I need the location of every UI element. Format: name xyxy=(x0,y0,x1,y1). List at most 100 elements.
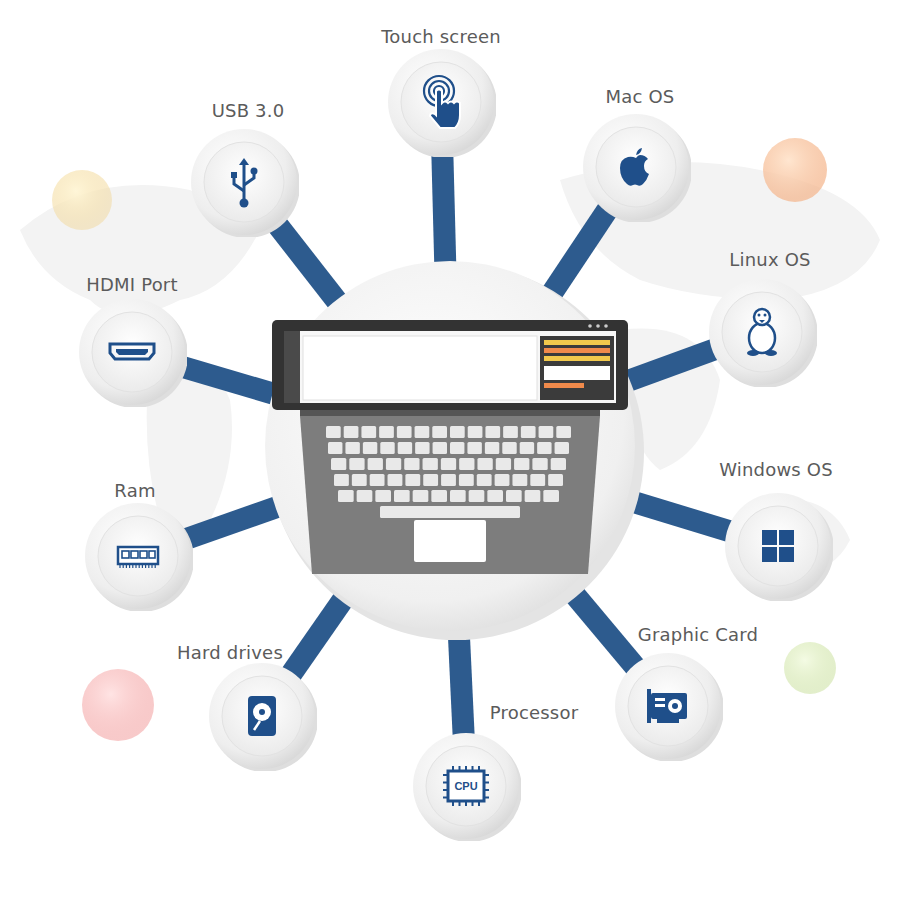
key xyxy=(380,442,394,454)
key xyxy=(459,474,474,486)
feature-circle: Graphic Card xyxy=(613,651,723,761)
feature-circle: Windows OS xyxy=(723,491,833,601)
key xyxy=(423,458,438,470)
circle-shape xyxy=(386,47,496,157)
feature-label: USB 3.0 xyxy=(212,100,285,121)
center-circle xyxy=(265,261,635,631)
feature-icon xyxy=(424,76,460,128)
feature-circle: Hard drives xyxy=(207,661,317,771)
feature-label: Processor xyxy=(490,702,579,723)
chip-text: CPU xyxy=(454,780,477,792)
key xyxy=(556,426,571,438)
feature-circle: Linux OS xyxy=(707,277,817,387)
feature-circle: HDMI Port xyxy=(77,297,187,407)
key xyxy=(537,442,551,454)
feature-icon xyxy=(620,148,649,186)
circle-shape xyxy=(707,277,817,387)
circle-shape xyxy=(613,651,723,761)
feature-label: Ram xyxy=(114,480,155,501)
key xyxy=(495,474,510,486)
key xyxy=(397,426,412,438)
key xyxy=(521,426,536,438)
circle-shape xyxy=(581,112,691,222)
feature-icon xyxy=(110,344,154,359)
key xyxy=(379,426,394,438)
key xyxy=(368,458,383,470)
key xyxy=(485,426,500,438)
key xyxy=(328,442,342,454)
feature-circle: Ram xyxy=(83,501,193,611)
feature-icon xyxy=(443,766,489,806)
feature-icon xyxy=(747,309,777,356)
key xyxy=(361,426,376,438)
decor-ball xyxy=(784,642,836,694)
key xyxy=(469,490,485,502)
key xyxy=(338,490,354,502)
feature-label: HDMI Port xyxy=(86,274,177,295)
feature-label: Graphic Card xyxy=(638,624,758,645)
key xyxy=(363,442,377,454)
feature-circle: Mac OS xyxy=(581,112,691,222)
key xyxy=(370,474,385,486)
key xyxy=(432,426,447,438)
key xyxy=(405,474,420,486)
circle-shape xyxy=(83,501,193,611)
decor-ball xyxy=(763,138,827,202)
key xyxy=(352,474,367,486)
key xyxy=(530,474,545,486)
key xyxy=(433,442,447,454)
key xyxy=(487,490,503,502)
key xyxy=(415,426,430,438)
feature-label: Touch screen xyxy=(381,26,501,47)
decor-ball xyxy=(82,669,154,741)
key xyxy=(496,458,511,470)
key xyxy=(532,458,547,470)
key xyxy=(467,442,481,454)
key xyxy=(431,490,447,502)
key xyxy=(555,442,569,454)
key xyxy=(520,442,534,454)
key xyxy=(548,474,563,486)
key xyxy=(551,458,566,470)
feature-icon xyxy=(647,689,687,723)
feature-label: Windows OS xyxy=(719,459,833,480)
key xyxy=(423,474,438,486)
key xyxy=(441,474,456,486)
key xyxy=(450,442,464,454)
key xyxy=(543,490,559,502)
feature-circle: Touch screen xyxy=(386,47,496,157)
circle-shape xyxy=(723,491,833,601)
key xyxy=(357,490,373,502)
circle-shape xyxy=(207,661,317,771)
key xyxy=(380,506,520,518)
key xyxy=(459,458,474,470)
key xyxy=(398,442,412,454)
circle-shape xyxy=(189,127,299,237)
key xyxy=(386,458,401,470)
feature-icon xyxy=(231,158,258,208)
feature-label: Mac OS xyxy=(606,86,675,107)
key xyxy=(345,442,359,454)
feature-icon xyxy=(118,547,158,568)
key xyxy=(477,458,492,470)
feature-label: Linux OS xyxy=(729,249,810,270)
key xyxy=(485,442,499,454)
key xyxy=(450,426,465,438)
key xyxy=(415,442,429,454)
feature-icon xyxy=(762,530,794,562)
key xyxy=(477,474,492,486)
key xyxy=(502,442,516,454)
key xyxy=(468,426,483,438)
key xyxy=(375,490,391,502)
key xyxy=(441,458,456,470)
key xyxy=(525,490,541,502)
key xyxy=(450,490,466,502)
key xyxy=(539,426,554,438)
key xyxy=(349,458,364,470)
circle-shape xyxy=(77,297,187,407)
key xyxy=(326,426,341,438)
key xyxy=(334,474,349,486)
feature-label: Hard drives xyxy=(177,642,283,663)
